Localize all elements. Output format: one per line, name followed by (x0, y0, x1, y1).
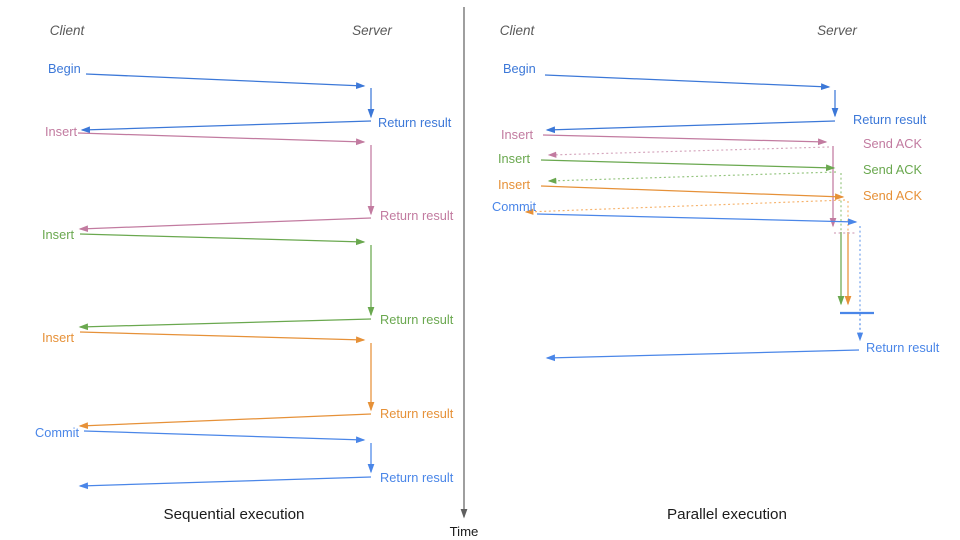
seq-insert2-return-label: Return result (380, 312, 454, 327)
par-begin-request-arrow (544, 74, 831, 91)
sequential-panel: Client Server Begin Return result Insert… (35, 23, 454, 523)
par-insert2-label: Insert (498, 151, 530, 166)
par-begin-label: Begin (503, 61, 536, 76)
par-insert1-ack-label: Send ACK (863, 136, 923, 151)
seq-insert1-request-arrow (77, 132, 366, 146)
par-insert1-request-arrow (542, 134, 828, 146)
seq-insert2-return-arrow (78, 318, 372, 331)
par-insert3-ack-arrow (524, 199, 846, 215)
par-insert2-request-arrow (540, 159, 836, 172)
seq-insert3-request-arrow (79, 331, 366, 344)
seq-commit-request-arrow (83, 430, 366, 444)
seq-insert2-label: Insert (42, 227, 74, 242)
seq-commit-return-label: Return result (380, 470, 454, 485)
seq-insert3-return-label: Return result (380, 406, 454, 421)
par-client-header: Client (500, 23, 536, 38)
par-server-header: Server (817, 23, 857, 38)
parallel-panel: Client Server Begin Return result Insert… (492, 23, 940, 523)
seq-insert3-return-arrow (78, 413, 372, 430)
seq-insert3-label: Insert (42, 330, 74, 345)
parallel-title: Parallel execution (667, 506, 787, 523)
sequential-title: Sequential execution (163, 506, 304, 523)
par-insert3-ack-label: Send ACK (863, 188, 923, 203)
par-insert3-label: Insert (498, 177, 530, 192)
seq-begin-label: Begin (48, 61, 81, 76)
par-begin-return-arrow (545, 120, 836, 134)
par-insert2-ack-arrow (547, 171, 837, 184)
par-insert3-request-arrow (540, 185, 845, 201)
par-begin-return-label: Return result (853, 112, 927, 127)
seq-begin-return-arrow (80, 120, 372, 134)
seq-insert1-return-arrow (78, 217, 372, 233)
par-commit-return-arrow (545, 349, 860, 362)
par-commit-return-label: Return result (866, 340, 940, 355)
par-insert1-ack-arrow (547, 146, 830, 158)
par-insert2-ack-label: Send ACK (863, 162, 923, 177)
seq-insert1-label: Insert (45, 124, 77, 139)
seq-insert1-return-label: Return result (380, 208, 454, 223)
seq-client-header: Client (50, 23, 86, 38)
seq-commit-return-arrow (78, 476, 372, 490)
seq-begin-return-label: Return result (378, 115, 452, 130)
seq-begin-request-arrow (85, 73, 366, 90)
time-axis: Time (450, 7, 479, 539)
seq-server-header: Server (352, 23, 392, 38)
par-commit-request-arrow (536, 213, 858, 226)
seq-commit-label: Commit (35, 425, 80, 440)
seq-insert2-request-arrow (79, 233, 366, 246)
par-insert1-label: Insert (501, 127, 533, 142)
par-commit-label: Commit (492, 199, 537, 214)
time-axis-label: Time (450, 524, 479, 539)
